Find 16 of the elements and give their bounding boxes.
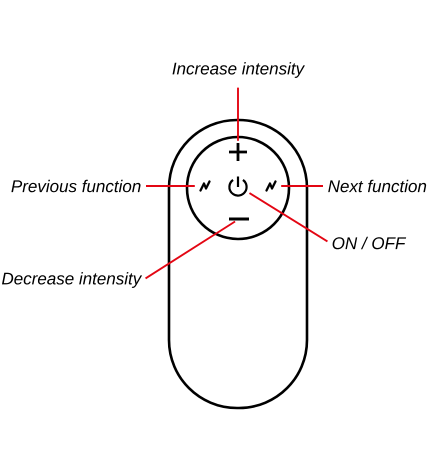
button-ring bbox=[186, 136, 290, 240]
leader-line bbox=[237, 88, 239, 141]
remote-body bbox=[168, 118, 308, 410]
lightning-icon bbox=[265, 180, 277, 192]
lightning-icon bbox=[199, 180, 211, 192]
callout-text: Decrease intensity bbox=[2, 272, 142, 288]
callout-text: Increase intensity bbox=[172, 62, 305, 78]
power-icon bbox=[228, 176, 248, 197]
leader-line bbox=[248, 192, 328, 242]
callout-text: Next function bbox=[328, 180, 426, 192]
leader-line bbox=[146, 185, 195, 187]
callout-text: ON / OFF bbox=[332, 236, 406, 250]
minus-icon bbox=[229, 218, 249, 220]
callout-text: Previous function bbox=[11, 180, 140, 192]
leader-line bbox=[145, 220, 236, 280]
plus-icon bbox=[228, 142, 248, 162]
